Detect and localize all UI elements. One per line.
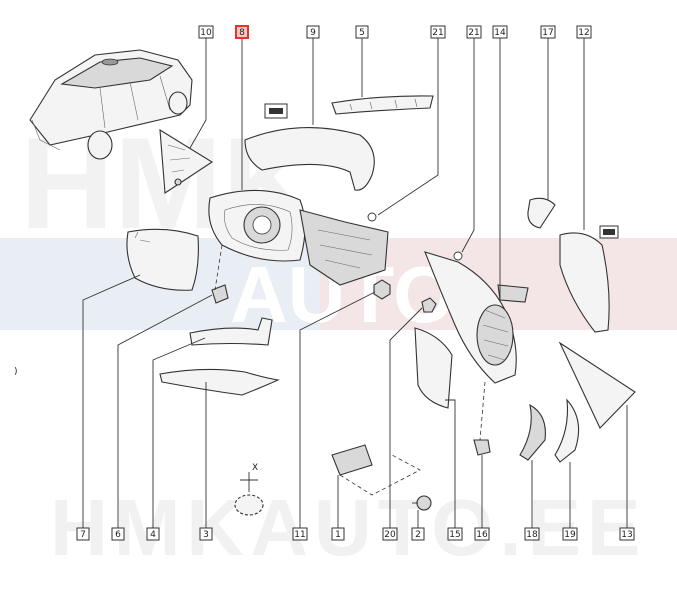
callout-c1: 1 [331,527,345,541]
dimension-mark: X [252,463,258,473]
callout-label: 14 [494,28,506,38]
callout-c10: 10 [198,25,214,39]
callout-label: 1 [335,530,341,540]
callout-label: 4 [150,530,156,540]
callout-label: 18 [526,530,538,540]
vehicle-illustration [29,49,193,160]
part-15-glass [414,327,453,409]
callout-box [619,527,635,541]
callout-box [382,527,398,541]
callout-c19: 19 [562,527,578,541]
callout-c18: 18 [524,527,540,541]
part-14-base [424,251,529,384]
leader-lines [82,38,628,528]
callout-box [331,527,345,541]
part-16-clip [473,439,491,456]
part-10-trim [159,128,214,194]
callout-label: 19 [564,530,576,540]
callout-box [524,527,540,541]
callout-c3: 3 [199,527,213,541]
callout-label: 5 [359,28,365,38]
callout-box [466,25,482,39]
part-11-nut [373,279,391,300]
callout-box [76,527,90,541]
callout-box [540,25,556,39]
callout-label: 17 [542,28,553,38]
callout-label: 9 [310,28,316,38]
part-7-glass [126,228,199,291]
callout-c7: 7 [76,527,90,541]
callout-box [474,527,490,541]
callout-c14: 14 [492,25,508,39]
callout-c9: 9 [306,25,320,39]
part-18-piece [519,403,546,461]
watermark-brand-bottom: HMKAUTO.EE [50,483,646,572]
callout-label: 13 [621,530,632,540]
callout-label: 15 [449,530,460,540]
callout-box [306,25,320,39]
callout-label: 12 [578,28,589,38]
callout-label: 2 [415,530,421,540]
callout-label: 8 [239,28,245,38]
part-20-screw [421,297,437,313]
callout-c15: 15 [447,527,463,541]
callout-label: 10 [200,28,212,38]
part-13-trim [558,341,636,429]
part-3-lower-cover [159,368,280,396]
part-17-piece [527,197,556,229]
callout-c6: 6 [111,527,125,541]
callout-box [576,25,592,39]
callout-label: 11 [294,530,305,540]
callout-c16: 16 [474,527,490,541]
callout-c8: 8 [235,25,249,39]
callout-c12: 12 [576,25,592,39]
callout-box [430,25,446,39]
part-8-housing [208,189,389,286]
callout-c17: 17 [540,25,556,39]
margin-mark: ) [14,367,18,377]
callout-box [198,25,214,39]
callout-label: 21 [468,28,479,38]
callout-box [492,25,508,39]
callout-box [146,527,160,541]
callout-box [292,527,308,541]
part-2-bolt [412,495,432,511]
callout-label: 16 [476,530,488,540]
dimension-detail: X [234,463,264,516]
callout-label: 20 [384,530,396,540]
part-19-piece [554,398,580,463]
callout-box [111,527,125,541]
part-6-clip [211,284,229,304]
callout-box [199,527,213,541]
callout-c20: 20 [382,527,398,541]
part-5-strip [331,95,434,115]
callout-label: 6 [115,530,121,540]
callout-box [411,527,425,541]
callout-c4: 4 [146,527,160,541]
callout-label: 7 [80,530,86,540]
callout-c21b: 21 [466,25,482,39]
callout-label: 21 [432,28,443,38]
callout-label: 3 [203,530,209,540]
callout-c13: 13 [619,527,635,541]
callout-c21a: 21 [430,25,446,39]
part-12-cover [559,225,619,333]
part-1-module [331,444,421,496]
callout-box [447,527,463,541]
callout-box [355,25,369,39]
callout-c5: 5 [355,25,369,39]
part-4-repeater [189,317,273,346]
callout-box [562,527,578,541]
part-9-cover [244,103,375,191]
watermark: HMK AUTO HMKAUTO.EE [0,110,677,572]
callout-box [235,25,249,39]
callout-c2: 2 [411,527,425,541]
callout-c11: 11 [292,527,308,541]
